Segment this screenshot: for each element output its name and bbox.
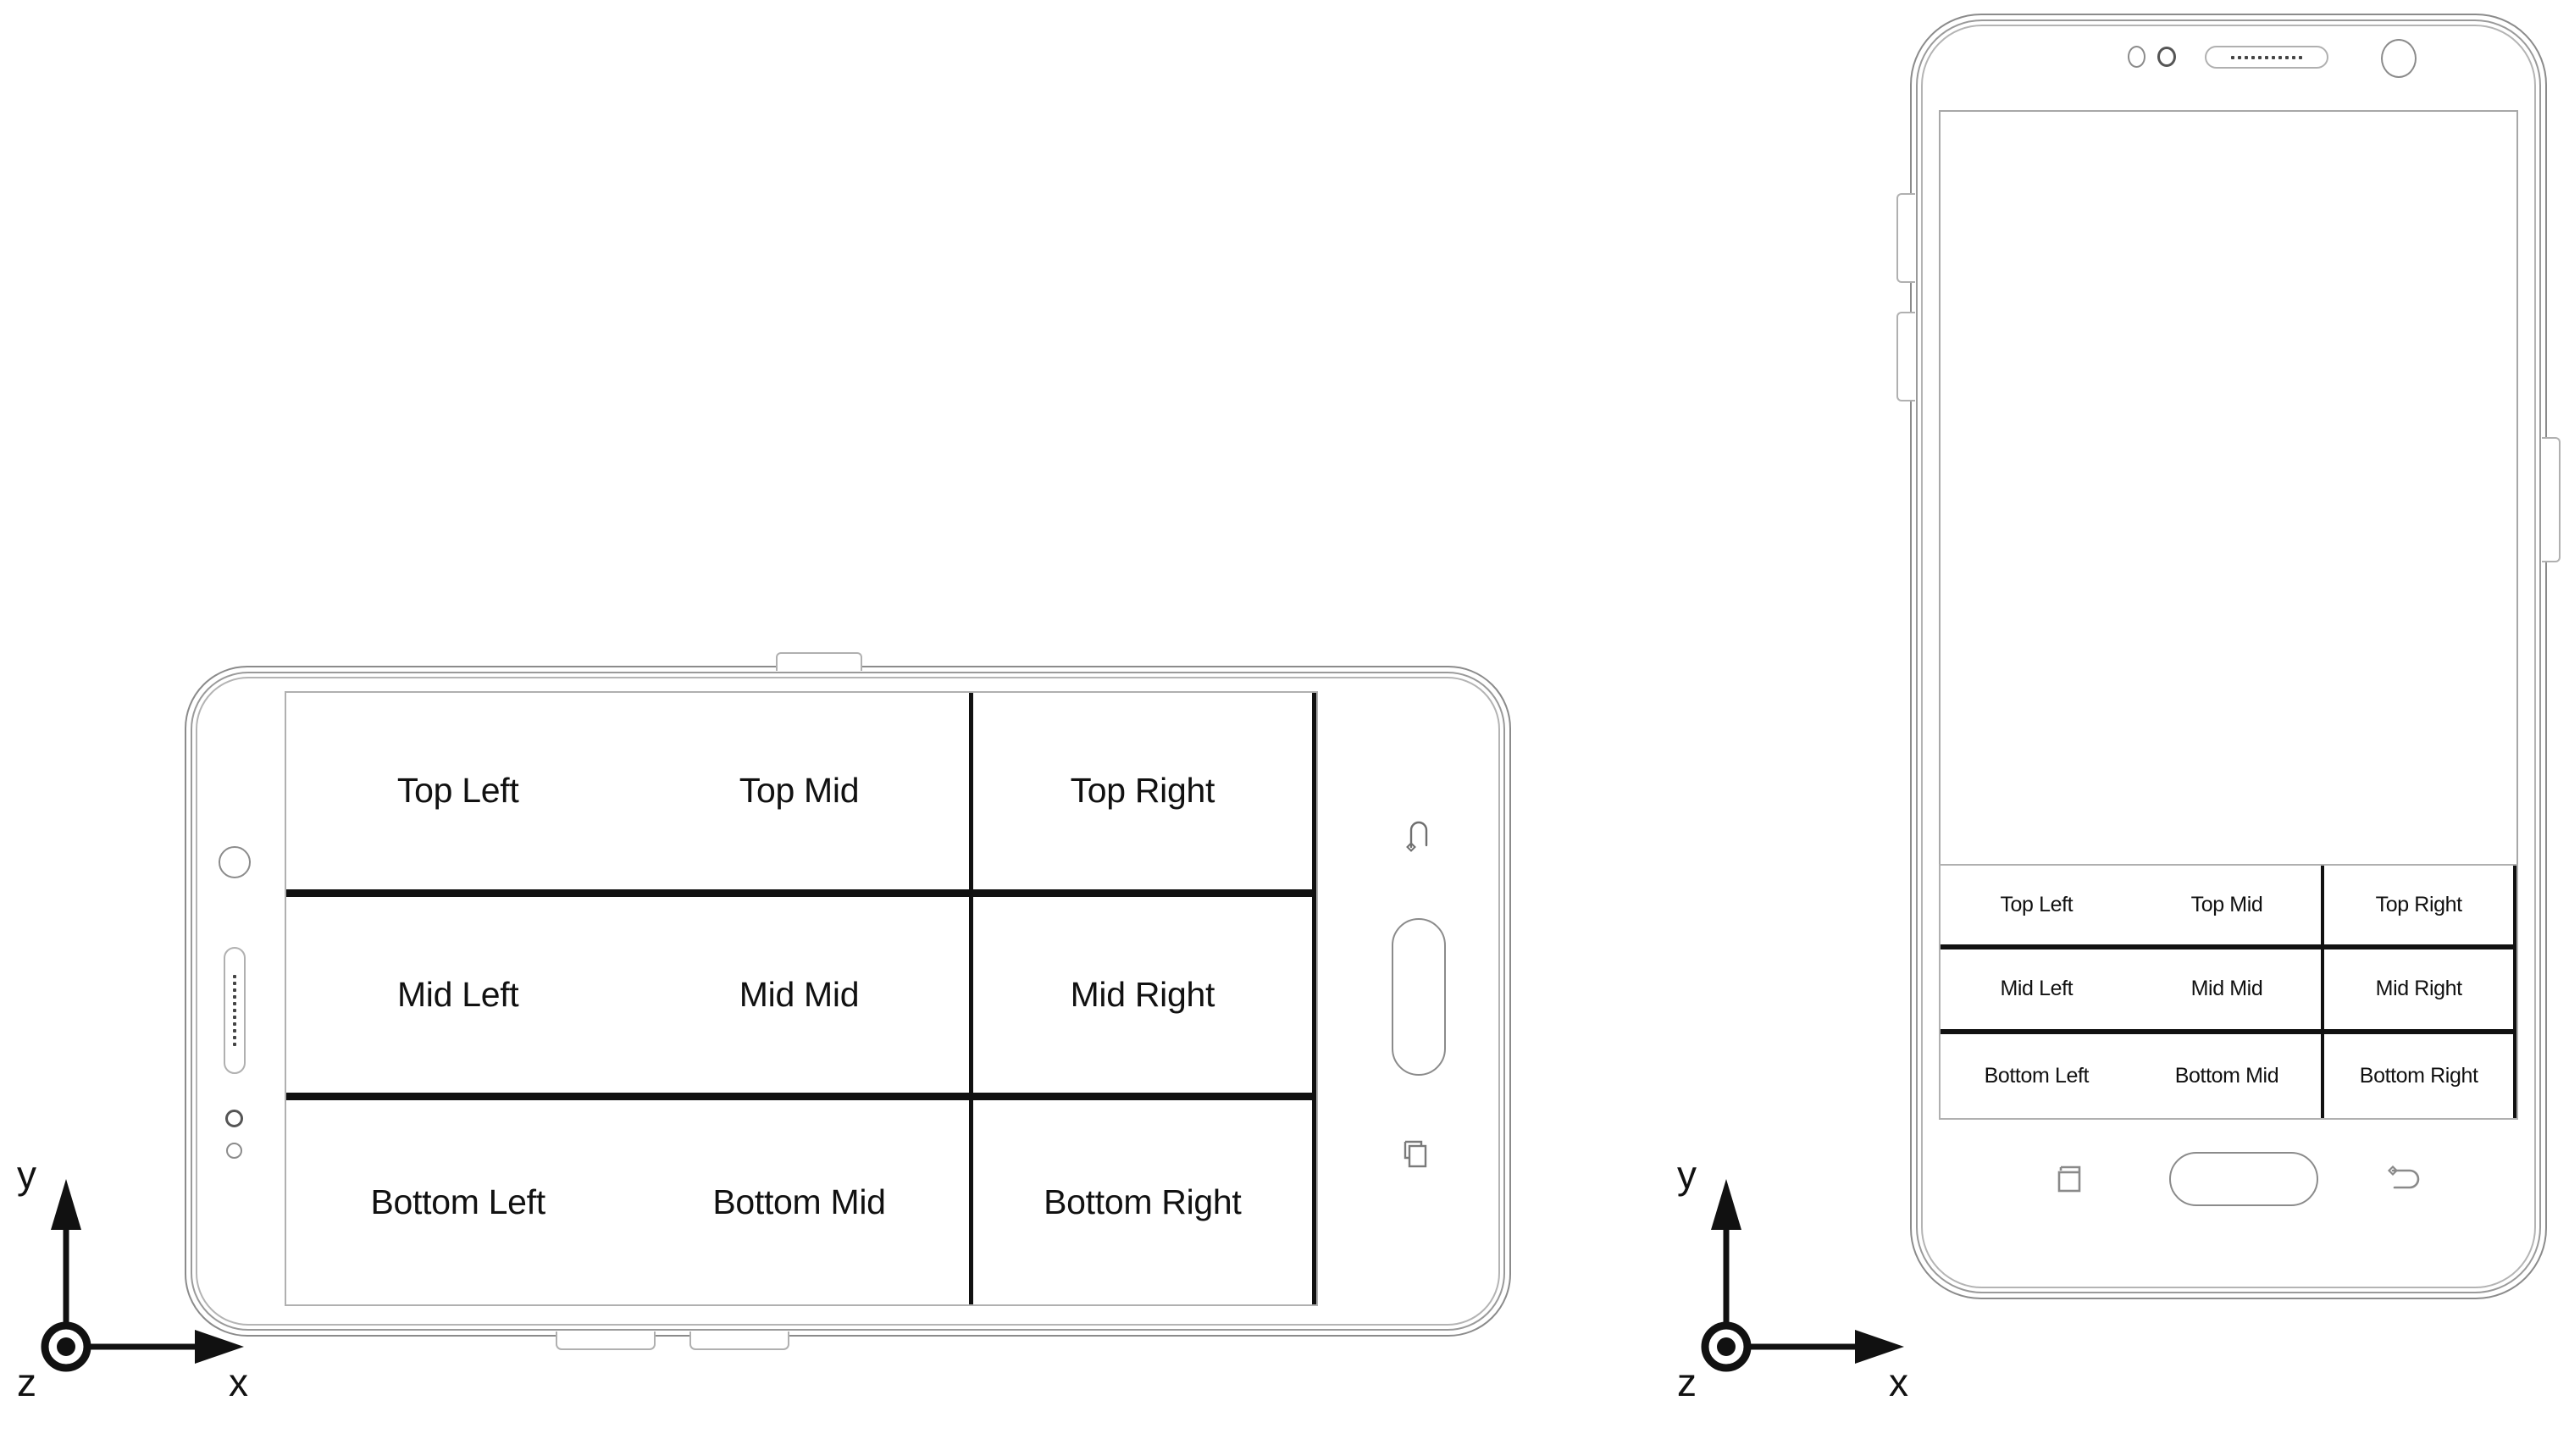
grid-cell-top-mid[interactable]: Top Mid <box>2132 866 2325 950</box>
grid-cell-top-mid[interactable]: Top Mid <box>629 693 973 897</box>
grid-cell-top-left[interactable]: Top Left <box>286 693 630 897</box>
camera-icon <box>219 846 251 878</box>
power-button[interactable] <box>2542 437 2561 562</box>
axis-label-y: y <box>1677 1153 1697 1197</box>
axis-label-z: z <box>17 1360 36 1404</box>
back-icon[interactable] <box>1399 815 1438 854</box>
proximity-sensor-icon <box>2157 47 2176 67</box>
grid-cell-top-right[interactable]: Top Right <box>972 693 1316 897</box>
camera-icon <box>2381 39 2417 78</box>
proximity-sensor-icon <box>225 1110 243 1127</box>
back-icon[interactable] <box>2383 1159 2425 1199</box>
light-sensor-icon <box>226 1143 242 1159</box>
orientation-grid: Top Left Top Mid Top Right Mid Left Mid … <box>285 691 1318 1306</box>
volume-down-button[interactable] <box>689 1331 789 1350</box>
recents-icon[interactable] <box>1398 1134 1437 1173</box>
grid-cell-top-left[interactable]: Top Left <box>1941 866 2133 950</box>
grid-cell-mid-mid[interactable]: Mid Mid <box>629 896 973 1101</box>
volume-down-button[interactable] <box>1896 312 1915 401</box>
axis-label-x: x <box>1889 1360 1908 1404</box>
grid-cell-bottom-left[interactable]: Bottom Left <box>286 1100 630 1304</box>
grid-cell-bottom-right[interactable]: Bottom Right <box>2324 1033 2516 1118</box>
grid-cell-bottom-mid[interactable]: Bottom Mid <box>629 1100 973 1304</box>
axis-label-z: z <box>1677 1360 1697 1404</box>
orientation-grid: Top Left Top Mid Top Right Mid Left Mid … <box>1939 864 2518 1120</box>
grid-cell-mid-right[interactable]: Mid Right <box>2324 949 2516 1034</box>
axis-indicator-portrait: y z x <box>1677 1153 1923 1414</box>
grid-cell-mid-mid[interactable]: Mid Mid <box>2132 949 2325 1034</box>
grid-cell-bottom-left[interactable]: Bottom Left <box>1941 1033 2133 1118</box>
grid-cell-mid-left[interactable]: Mid Left <box>1941 949 2133 1034</box>
portrait-phone: Top Left Top Mid Top Right Mid Left Mid … <box>1896 14 2561 1299</box>
recents-icon[interactable] <box>2051 1159 2091 1199</box>
grid-cell-top-right[interactable]: Top Right <box>2324 866 2516 950</box>
grid-cell-mid-left[interactable]: Mid Left <box>286 896 630 1101</box>
volume-up-button[interactable] <box>556 1331 656 1350</box>
home-button[interactable] <box>1392 918 1446 1076</box>
grid-cell-mid-right[interactable]: Mid Right <box>972 896 1316 1101</box>
speaker-grille-icon <box>2205 46 2328 69</box>
light-sensor-icon <box>2128 46 2145 68</box>
speaker-grille-icon <box>224 947 246 1074</box>
axis-label-y: y <box>17 1153 36 1197</box>
grid-cell-bottom-right[interactable]: Bottom Right <box>972 1100 1316 1304</box>
home-button[interactable] <box>2169 1152 2318 1206</box>
volume-up-button[interactable] <box>1896 193 1915 283</box>
axis-label-x: x <box>229 1360 248 1404</box>
grid-cell-bottom-mid[interactable]: Bottom Mid <box>2132 1033 2325 1118</box>
axis-indicator-landscape: y z x <box>17 1153 263 1414</box>
power-button[interactable] <box>776 652 862 671</box>
landscape-phone: Top Left Top Mid Top Right Mid Left Mid … <box>185 652 1511 1350</box>
